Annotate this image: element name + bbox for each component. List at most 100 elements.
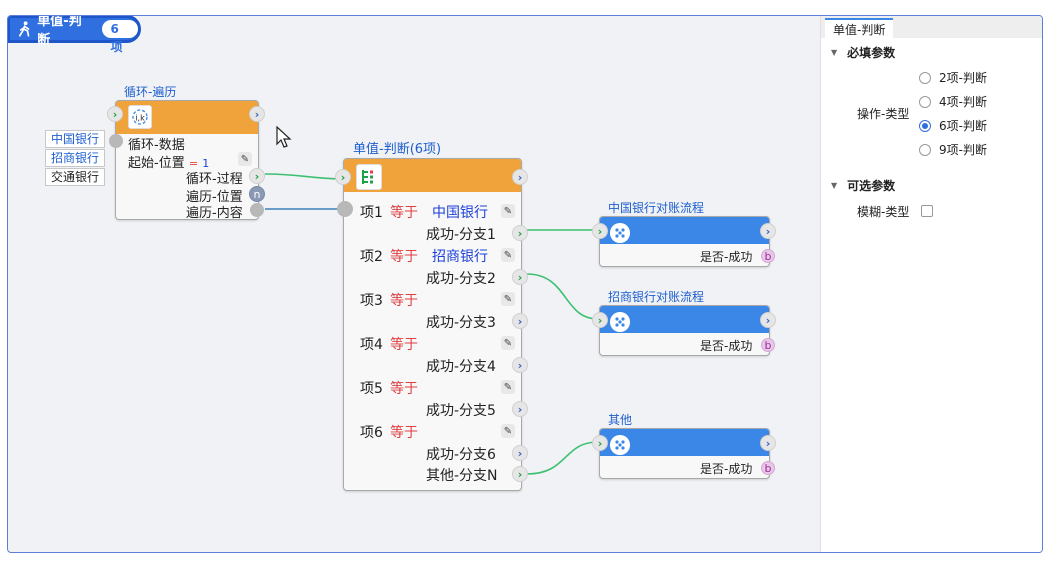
loop-content-label: 遍历-内容 [186,206,243,221]
required-section[interactable]: ▼必填参数 [831,44,895,61]
radio-button[interactable] [919,143,931,156]
radio-button[interactable] [919,119,931,132]
item-op: 等于 [390,249,418,265]
flow-header [600,429,769,456]
flow-next-port[interactable]: › [760,435,776,451]
loop-input-port[interactable]: › [107,106,123,122]
flow-output-port[interactable]: b [761,338,775,352]
start-label: 起始-位置 [128,156,185,171]
wire-process [264,173,342,180]
bank-item[interactable]: 招商银行 [45,149,106,167]
edit-icon[interactable]: ✎ [501,380,515,394]
flow-canvas[interactable]: 单值-判断 6项 中国银行 招商银行 交通银行 循环-遍历 i,k › › 循环… [8,16,820,552]
branch-label: 成功-分支3 [426,315,496,331]
item-label: 项6 [360,425,383,441]
radio-button[interactable] [919,71,931,84]
fuzzy-type-checkbox[interactable] [921,205,933,217]
tab-switch[interactable]: 单值-判断 [825,18,894,40]
item-label: 项5 [360,381,383,397]
op-option[interactable]: 6项-判断 [919,117,987,134]
collapse-triangle-icon: ▼ [831,181,838,190]
flow-title: 其他 [608,413,633,427]
flow-input-port[interactable]: › [592,435,608,451]
optional-section[interactable]: ▼ 可选参数 [831,177,895,194]
op-type-label: 操作-类型 [857,107,910,121]
switch-next-port[interactable]: › [512,169,528,185]
bank-list: 中国银行 招商银行 交通银行 [45,130,106,187]
loop-node-title: 循环-遍历 [124,85,177,99]
item-op: 等于 [390,337,418,353]
edit-icon[interactable]: ✎ [501,248,515,262]
wire-other [526,441,599,475]
branch-label: 成功-分支4 [426,359,496,375]
branch-port[interactable]: › [512,445,528,461]
branch-port[interactable]: › [512,313,528,329]
properties-panel: 单值-判断 ▼必填参数 操作-类型 2项-判断 4项-判断 6项-判断 9项-判断 ▼… [820,16,1042,552]
loop-position-port[interactable]: n [249,186,265,202]
optional-section-label: 可选参数 [847,179,896,193]
branch-port[interactable]: › [512,357,528,373]
flow-node[interactable]: › › 是否-成功 b [592,428,776,479]
flow-output-port[interactable]: b [761,461,775,475]
flow-header [600,306,769,333]
multi-dot-icon [610,223,630,243]
loop-position-label: 遍历-位置 [186,190,243,205]
radio-button[interactable] [919,95,931,108]
flow-output-port[interactable]: b [761,249,775,263]
op-option-label: 4项-判断 [939,95,987,109]
switch-node-header [344,159,521,192]
edit-icon[interactable]: ✎ [238,152,252,166]
bank-item[interactable]: 中国银行 [45,130,106,148]
loop-data-dot[interactable] [109,134,123,148]
bank-item[interactable]: 交通银行 [45,168,106,186]
flow-next-port[interactable]: › [760,312,776,328]
op-option[interactable]: 2项-判断 [919,69,987,86]
collapse-triangle-icon: ▼ [831,48,838,57]
edit-icon[interactable]: ✎ [501,292,515,306]
flow-title: 中国银行对账流程 [608,201,705,215]
edit-icon[interactable]: ✎ [501,336,515,350]
loop-process-port[interactable]: › [249,168,265,184]
loop-node-header: i,k [116,101,258,134]
wire-branch2 [526,273,599,320]
loop-content-dot[interactable] [250,203,264,217]
list-branch-icon [356,164,382,190]
flow-next-port[interactable]: › [760,223,776,239]
edit-icon[interactable]: ✎ [501,424,515,438]
switch-input-port[interactable]: › [335,169,351,185]
loop-next-port[interactable]: › [249,106,265,122]
branch-label: 成功-分支2 [426,271,496,287]
item-op: 等于 [390,381,418,397]
switch-node[interactable]: › › 项1 等于 中国银行 ✎ 成功-分支1 › 项2 等于 招商银行 ✎ 成… [335,158,528,491]
other-branch-port[interactable]: › [512,466,528,482]
tag-count: 6项 [102,20,139,54]
flow-node[interactable]: › › 是否-成功 b [592,216,776,267]
switch-value-dot[interactable] [337,201,353,217]
edit-icon[interactable]: ✎ [501,204,515,218]
op-option[interactable]: 9项-判断 [919,141,987,158]
branch-port[interactable]: › [512,401,528,417]
branch-port[interactable]: › [512,269,528,285]
loop-node[interactable]: i,k › › 循环-数据 起始-位置 = 1 ✎ 循环-过程 › 遍历-位置 … [107,100,265,221]
flow-output-label: 是否-成功 [700,339,753,353]
start-value: 1 [202,157,210,170]
walk-icon [18,21,30,37]
item-label: 项4 [360,337,383,353]
app-frame: 单值-判断 6项 中国银行 招商银行 交通银行 循环-遍历 i,k › › 循环… [7,15,1043,553]
op-option-label: 6项-判断 [939,119,987,133]
op-option-label: 9项-判断 [939,143,987,157]
branch-label: 成功-分支6 [426,447,496,463]
page-tag[interactable]: 单值-判断 6项 [8,16,141,54]
loop-data-label: 循环-数据 [128,138,185,153]
other-branch-label: 其他-分支N [426,468,498,484]
op-option[interactable]: 4项-判断 [919,93,987,110]
multi-dot-icon [610,435,630,455]
branch-port[interactable]: › [512,225,528,241]
flow-input-port[interactable]: › [592,312,608,328]
loop-start-label: 起始-位置 = 1 [128,152,209,171]
flow-node[interactable]: › › 是否-成功 b [592,305,776,356]
branch-label: 成功-分支5 [426,403,496,419]
flow-input-port[interactable]: › [592,223,608,239]
item-value: 招商银行 [432,249,488,265]
item-op: 等于 [390,205,418,221]
